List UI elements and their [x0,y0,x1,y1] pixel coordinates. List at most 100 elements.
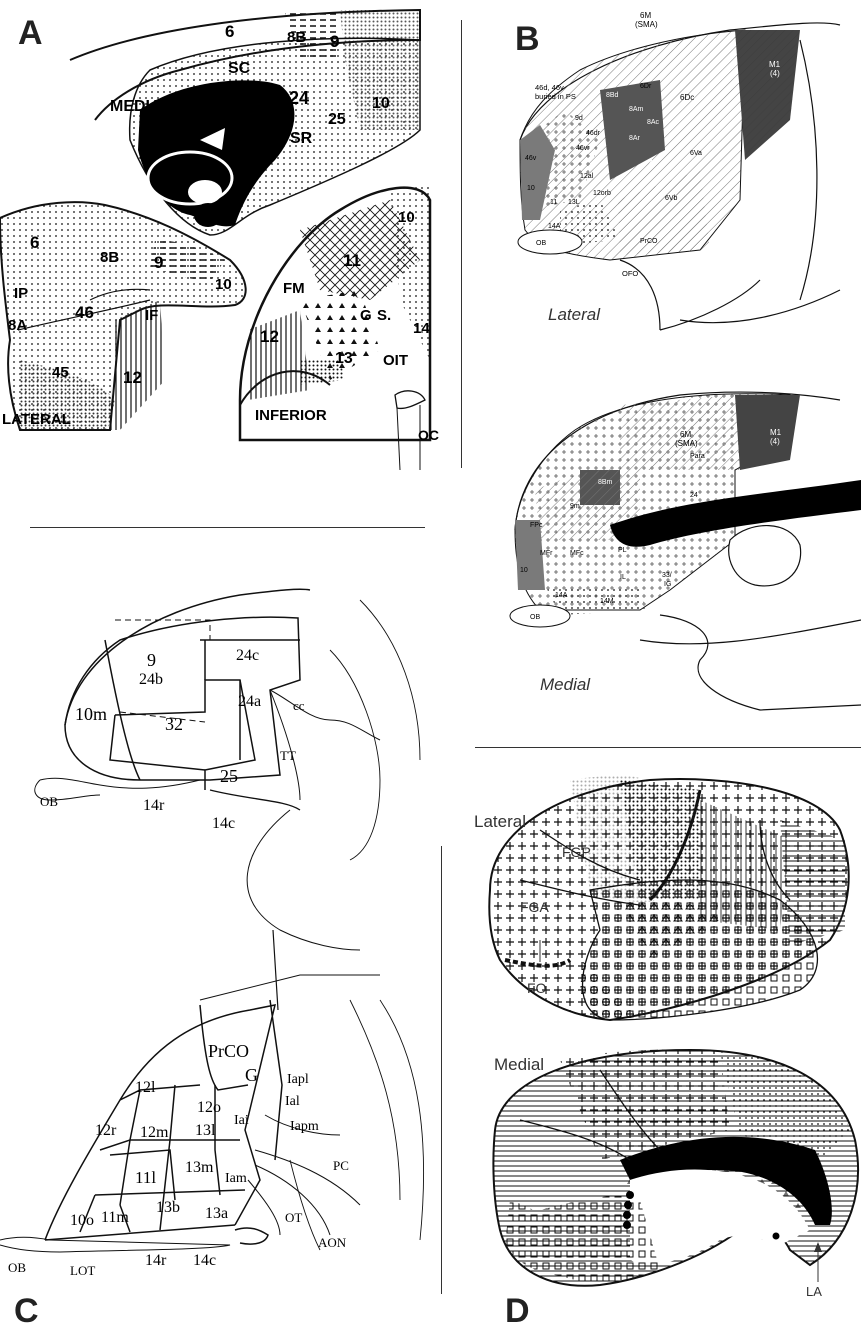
a-inferior-label-12: 12 [260,327,279,346]
c-medial-label-32: 32 [165,714,183,734]
b-lateral-label-ob: OB [536,240,546,247]
d-lateral-view-label: Lateral [474,812,526,831]
b-lateral-label-46vr: 46vr [576,145,590,152]
b-lateral-label-prco: PrCO [640,238,658,245]
b-medial-label-fpc: FPc [530,522,543,529]
a-lateral-label-10: 10 [215,276,232,293]
c-orbital-label-11m: 11m [101,1209,129,1226]
c-medial-label-24a: 24a [238,693,261,710]
b-lateral-label-46v: 46v [525,155,537,162]
c-medial-label-25: 25 [220,766,238,786]
c-orbital-label-13l: 13l [195,1122,216,1139]
a-lateral-label-12: 12 [123,368,142,387]
a-lateral-label-if: IF [145,307,158,324]
a-lateral-label-ip: IP [14,285,28,302]
a-inferior-label-13: 13 [335,350,353,367]
c-orbital-label-g: G [245,1065,258,1085]
b-lateral-label-6va: 6Va [690,150,702,157]
panel-a-medial-view [70,10,420,235]
b-lateral-label-4: (4) [770,69,780,78]
a-medial-label-10: 10 [372,95,390,112]
b-medial-label-pl: PL [618,547,627,554]
c-medial-label-ob: OB [40,794,58,809]
b-medial-label-ig: IG [664,581,671,588]
a-inferior-label-oc: OC [418,427,439,443]
c-orbital-label-12o: 12o [197,1099,221,1116]
c-orbital-label-12r: 12r [95,1122,117,1139]
b-lateral-label-8bd: 8Bd [606,92,619,99]
b-lateral-label-11: 11 [550,199,557,206]
a-medial-label-9: 9 [330,32,339,51]
c-orbital-label-iam: Iam [225,1171,247,1186]
c-medial-label-cc: cc [293,698,305,713]
b-lateral-label-9d: 9d [575,115,583,122]
c-orbital-label-12m: 12m [140,1124,169,1141]
a-lateral-label-8b: 8B [100,249,119,266]
a-inferior-label-fm: FM [283,280,305,297]
b-lateral-label-8ar: 8Ar [629,135,641,142]
c-medial-label-24c: 24c [236,647,259,664]
a-lateral-label-46: 46 [75,303,94,322]
b-lateral-label-8am: 8Am [629,106,644,113]
panel-b-lateral-view [518,23,840,330]
b-lateral-label-6dr: 6Dr [640,83,652,90]
b-lateral-label-8ac: 8Ac [647,119,660,126]
a-inferior-view-label: INFERIOR [255,407,327,424]
b-lateral-annot-sma-2: (SMA) [635,20,658,29]
c-orbital-label-pc: PC [333,1158,349,1173]
c-orbital-label-prco: PrCO [208,1041,249,1061]
c-orbital-label-ial: Ial [285,1094,300,1109]
b-medial-label-mfr: MFr [540,550,553,557]
d-lateral-label-fo: FO [527,980,547,996]
b-medial-label-10: 10 [520,567,528,574]
c-orbital-label-iapl: Iapl [287,1072,309,1087]
c-orbital-label-14r: 14r [145,1252,167,1269]
a-inferior-label-g: G [360,307,372,324]
a-medial-label-6: 6 [225,22,234,41]
b-lateral-label-12al: 12al [580,173,594,180]
c-orbital-label-14c: 14c [193,1252,216,1269]
panel-c-orbital-view [0,930,424,1252]
b-lateral-caption: Lateral [548,305,601,324]
c-orbital-label-aon: AON [318,1235,347,1250]
a-medial-label-sc: SC [228,60,251,77]
b-medial-label-24: 24 [690,492,698,499]
b-medial-label-para: Para [690,453,705,460]
c-orbital-label-iapm: Iapm [290,1119,319,1134]
a-lateral-label-9: 9 [154,253,163,272]
b-medial-label-14m: 14M [600,598,614,605]
c-orbital-label-iai: Iai [234,1113,249,1128]
c-medial-label-14c: 14c [212,815,235,832]
a-inferior-label-14: 14 [413,320,430,337]
a-medial-label-sr: SR [290,130,313,147]
c-orbital-label-13m: 13m [185,1159,214,1176]
b-medial-label-sma: (SMA) [675,439,698,448]
b-medial-label-33: 33/ [662,572,672,579]
a-medial-view-label: MEDIAL [110,98,172,115]
c-medial-label-tt: TT [280,748,296,763]
b-lateral-label-14a: 14A [548,223,561,230]
b-lateral-label-6dc: 6Dc [680,93,694,102]
d-medial-label-la: LA [806,1284,822,1299]
b-medial-label-9m: 9m [570,503,580,510]
c-medial-label-9: 9 [147,650,156,670]
c-orbital-label-10o: 10o [70,1212,94,1229]
a-medial-label-25: 25 [328,111,346,128]
a-inferior-label-11: 11 [343,251,361,270]
b-medial-label-ob: OB [530,614,540,621]
c-medial-label-24b: 24b [139,671,163,688]
b-lateral-annot-sma-1: 6M [640,11,651,20]
c-orbital-label-13a: 13a [205,1205,228,1222]
b-medial-caption: Medial [540,675,591,694]
panel-d-medial-view [493,1050,858,1286]
c-medial-label-14r: 14r [143,797,165,814]
b-lateral-label-4s: 4S [649,160,658,167]
b-medial-label-6m: 6M [680,430,691,439]
b-medial-label-8bm: 8Bm [598,479,613,486]
b-medial-label-mcc: MCC [705,506,719,512]
b-lateral-label-m1: M1 [769,60,781,69]
d-lateral-label-fgp: FGP [562,844,591,860]
c-orbital-label-lot: LOT [70,1263,95,1278]
c-orbital-label-ot: OT [285,1210,302,1225]
